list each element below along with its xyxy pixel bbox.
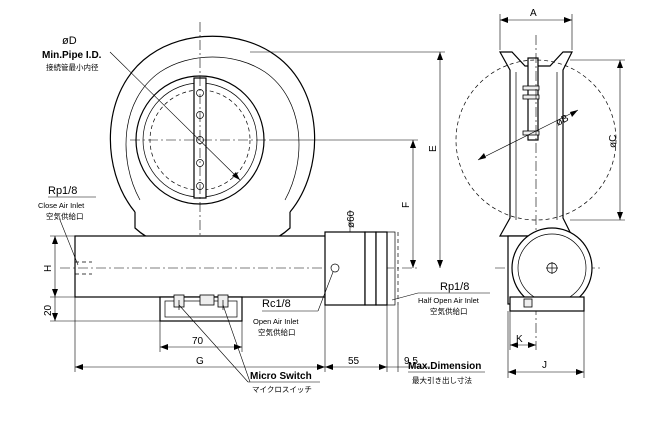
half-air-jp-label: 空気供給口 — [430, 306, 468, 316]
dim-c-label: øC — [608, 135, 619, 148]
body-inner-ring — [125, 56, 300, 201]
arrowhead — [564, 17, 572, 23]
arrowhead — [75, 364, 83, 370]
actuator-assembly — [60, 231, 420, 322]
arrowhead — [410, 260, 416, 268]
rp-half-leader — [391, 292, 419, 301]
open-air-jp-label: 空気供給口 — [258, 327, 296, 337]
dim-h-label: H — [43, 265, 54, 272]
arrowhead — [617, 212, 623, 220]
arrowhead — [160, 344, 168, 350]
max-dim-jp-label: 最大引き出し寸法 — [412, 375, 472, 385]
arrowhead — [232, 172, 240, 180]
dim-k-label: K — [516, 334, 523, 345]
arrowhead — [437, 260, 443, 268]
close-air-jp-label: 空気供給口 — [46, 211, 84, 221]
text-labels: øD Min.Pipe I.D. 接続管最小内径 Rp1/8 Close Air… — [38, 8, 619, 394]
rc-open-leader — [317, 271, 334, 312]
rc-open-label: Rc1/8 — [262, 298, 291, 310]
open-air-port — [330, 263, 340, 273]
rp-half-label: Rp1/8 — [440, 281, 469, 293]
body-outer-outline — [109, 35, 316, 213]
dim-60-label: ø60 — [346, 210, 357, 228]
dim-b-label: øB — [554, 113, 571, 129]
dim-a-label: A — [530, 8, 537, 19]
rp-close-label: Rp1/8 — [48, 185, 77, 197]
micro-switch-leader — [178, 304, 249, 383]
end-cap-outer — [386, 231, 396, 306]
micro-switch-leader — [222, 304, 251, 383]
arrowhead — [325, 364, 333, 370]
micro-switch-mid — [199, 294, 215, 306]
valve-side-view — [455, 35, 617, 350]
arrowhead — [410, 140, 416, 148]
dim-55-label: 55 — [348, 356, 360, 367]
rp-close-leader — [59, 219, 79, 266]
dim-j-label: J — [542, 360, 547, 371]
arrowhead — [52, 313, 58, 321]
arrowhead — [500, 17, 508, 23]
dim-70-label: 70 — [192, 336, 204, 347]
side-stem-nut — [522, 85, 540, 91]
arrowhead — [510, 342, 518, 348]
right-view-dimensions — [499, 14, 625, 378]
arrowhead — [379, 364, 387, 370]
dim-f-label: F — [401, 202, 412, 208]
dim-95-label: 9.5 — [404, 356, 418, 367]
arrowhead — [437, 52, 443, 60]
min-pipe-en-label: Min.Pipe I.D. — [42, 50, 102, 61]
max-dim-en-label: Max.Dimension — [408, 361, 481, 372]
dim-20-label: 20 — [43, 304, 54, 316]
arrowhead — [478, 153, 486, 160]
dia-c-circle — [455, 59, 617, 221]
actuator-cylinder — [74, 235, 331, 298]
arrowhead — [617, 60, 623, 68]
side-bracket — [509, 296, 585, 312]
min-pipe-jp-label: 接続管最小内径 — [46, 62, 99, 72]
side-stem-nut — [522, 94, 540, 100]
dim-e-label: E — [428, 145, 439, 152]
micro-switch-jp-label: マイクロスイッチ — [252, 385, 312, 394]
valve-body-front-view — [109, 22, 316, 258]
arrowhead — [317, 364, 325, 370]
dia-b-leader — [477, 109, 579, 161]
dia-d-label: øD — [62, 35, 77, 47]
arrowhead — [576, 369, 584, 375]
micro-switch-en-label: Micro Switch — [250, 371, 312, 382]
dim-g-label: G — [196, 356, 204, 367]
end-cap — [324, 231, 366, 306]
side-switch — [523, 298, 533, 308]
arrowhead — [52, 289, 58, 297]
side-stem-nut — [522, 130, 540, 136]
dia-d-leader — [109, 51, 241, 181]
left-view-dimensions — [48, 51, 490, 383]
arrowhead — [528, 342, 536, 348]
arrowhead — [508, 369, 516, 375]
side-body-outline — [498, 51, 573, 237]
half-air-en-label: Half Open Air Inlet — [418, 296, 480, 305]
arrowhead — [52, 236, 58, 244]
end-cap-ring — [375, 231, 388, 306]
open-air-en-label: Open Air Inlet — [253, 317, 299, 326]
arrowhead — [570, 110, 578, 117]
end-cap-ring — [364, 231, 377, 306]
close-air-en-label: Close Air Inlet — [38, 201, 85, 210]
